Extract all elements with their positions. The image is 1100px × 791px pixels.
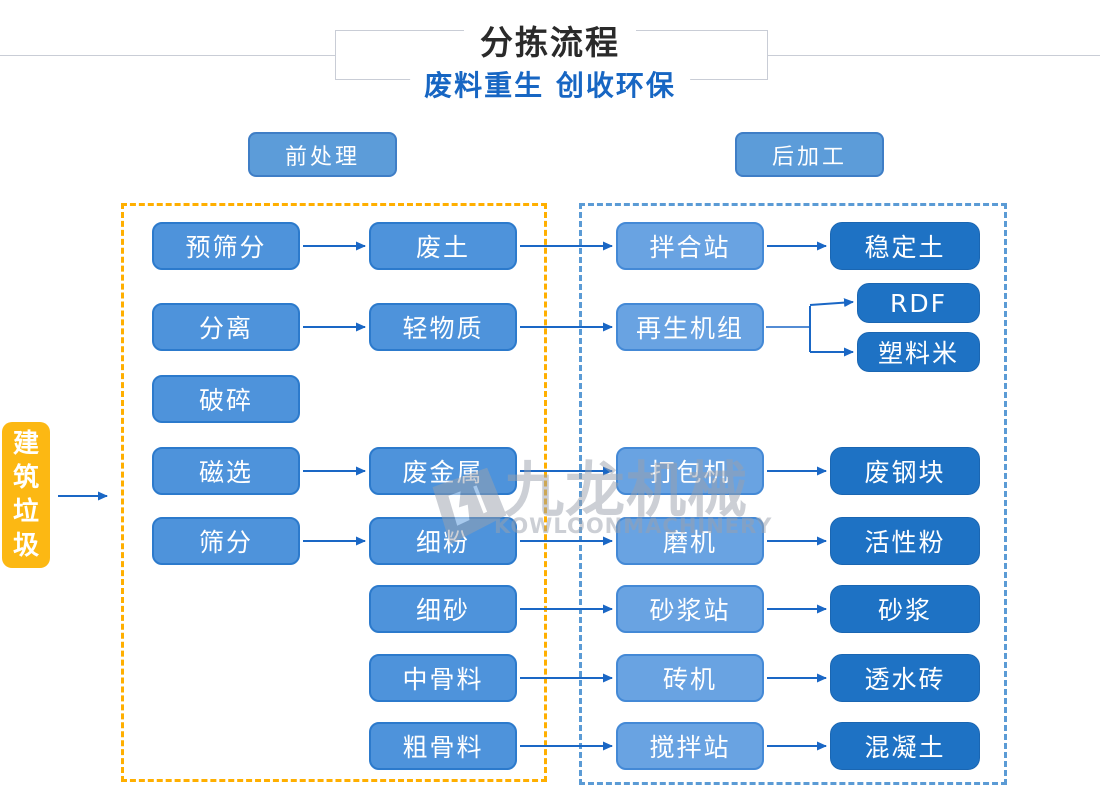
node-huoxingfen: 活性粉 <box>830 517 980 565</box>
node-jiaobanzhan: 搅拌站 <box>616 722 764 770</box>
node-feitu: 废土 <box>369 222 517 270</box>
source-node-char: 筑 <box>12 463 39 493</box>
node-cixuan: 磁选 <box>152 447 300 495</box>
node-zhongguliao: 中骨料 <box>369 654 517 702</box>
node-posui: 破碎 <box>152 375 300 423</box>
node-shaifen: 筛分 <box>152 517 300 565</box>
node-cuguliao: 粗骨料 <box>369 722 517 770</box>
node-shajiangzhan: 砂浆站 <box>616 585 764 633</box>
page-title: 分拣流程 <box>464 16 636 64</box>
pretreatment-group-frame <box>121 203 547 782</box>
page-subtitle: 废料重生 创收环保 <box>410 64 690 104</box>
source-node-char: 建 <box>12 429 39 459</box>
node-xisha: 细砂 <box>369 585 517 633</box>
node-feijinshu: 废金属 <box>369 447 517 495</box>
node-yushaifen: 预筛分 <box>152 222 300 270</box>
node-suliaomi: 塑料米 <box>857 332 980 372</box>
source-node-char: 垃 <box>12 497 39 527</box>
source-node-char: 圾 <box>12 531 39 561</box>
node-wendingtu: 稳定土 <box>830 222 980 270</box>
node-rdf: RDF <box>857 283 980 323</box>
node-moji: 磨机 <box>616 517 764 565</box>
node-fenli: 分离 <box>152 303 300 351</box>
node-toushuizhuan: 透水砖 <box>830 654 980 702</box>
postprocessing-group-frame <box>579 203 1007 785</box>
node-zhuanji: 砖机 <box>616 654 764 702</box>
node-banhezhan: 拌合站 <box>616 222 764 270</box>
node-shajiang: 砂浆 <box>830 585 980 633</box>
node-zaishengjizu: 再生机组 <box>616 303 764 351</box>
section-label-pretreatment: 前处理 <box>248 132 397 177</box>
node-xifen: 细粉 <box>369 517 517 565</box>
node-dabaoji: 打包机 <box>616 447 764 495</box>
node-hunningtu: 混凝土 <box>830 722 980 770</box>
source-node-construction-waste: 建筑垃圾 <box>2 422 50 568</box>
section-label-postprocessing: 后加工 <box>735 132 884 177</box>
node-qingwuzhi: 轻物质 <box>369 303 517 351</box>
node-feigangkuai: 废钢块 <box>830 447 980 495</box>
